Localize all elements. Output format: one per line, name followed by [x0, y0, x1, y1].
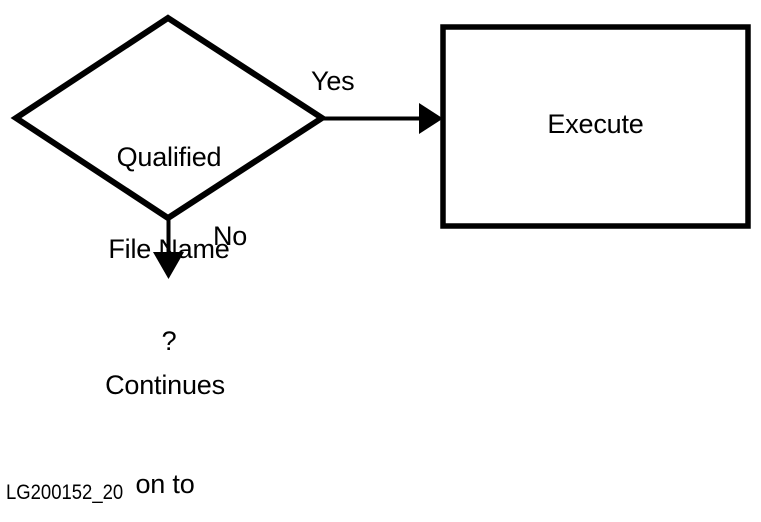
- decision-label-line-2: File Name: [108, 233, 230, 264]
- execute-process-label: Execute: [547, 109, 644, 139]
- execute-process-box: [440, 24, 751, 229]
- figure-caption: LG200152_20: [6, 481, 124, 504]
- decision-label-line-3: ?: [161, 326, 177, 357]
- continuation-note-line-2: on to: [135, 469, 195, 499]
- continuation-note: Continues on to Search Path (File Names): [15, 303, 315, 522]
- continuation-note-line-1: Continues: [105, 370, 225, 400]
- decision-label-line-1: Qualified: [116, 141, 222, 172]
- decision-label: Qualified File Name ?: [16, 80, 322, 418]
- no-branch-label: No: [213, 221, 248, 251]
- yes-branch-label: Yes: [311, 66, 355, 96]
- no-branch-arrowhead: [153, 252, 184, 279]
- yes-branch-arrowhead: [419, 103, 443, 134]
